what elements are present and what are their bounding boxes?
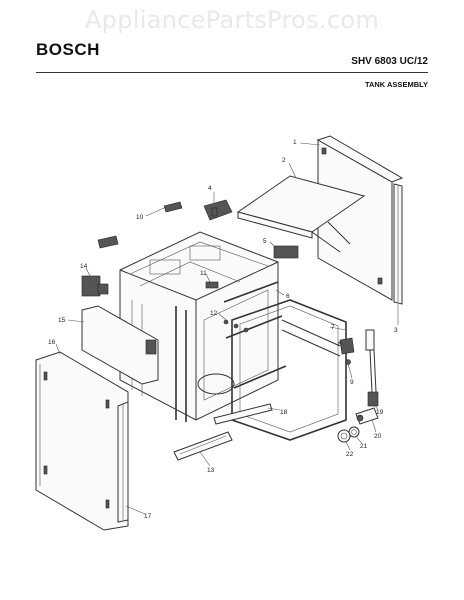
callout-19: 19 (376, 409, 384, 416)
part-17-side-strip (117, 401, 129, 523)
callout-12: 12 (210, 310, 218, 317)
callout-4: 4 (208, 185, 212, 192)
callout-21: 21 (360, 443, 368, 450)
callout-9: 9 (350, 379, 354, 386)
callout-7: 7 (331, 324, 335, 331)
callout-3: 3 (394, 327, 398, 334)
callout-5: 5 (263, 238, 267, 245)
brand-logo: BOSCH (36, 40, 100, 59)
callout-18: 18 (280, 409, 288, 416)
part-5-bracket (273, 245, 299, 259)
part-22-washer (337, 429, 351, 443)
part-2-top-cover (236, 175, 366, 253)
part-6-rails (223, 281, 287, 389)
callout-6: 6 (286, 293, 290, 300)
part-18-bottom-strip (213, 403, 273, 425)
callout-22: 22 (346, 451, 354, 458)
callout-11: 11 (200, 270, 207, 277)
part-14-bracket (81, 275, 109, 297)
callout-10: 10 (136, 214, 144, 221)
part-19-hose (365, 329, 379, 407)
part-16-left-panel (35, 351, 129, 531)
section-title: TANK ASSEMBLY (364, 80, 428, 89)
callout-14: 14 (80, 263, 88, 270)
part-10-clips (97, 201, 183, 249)
part-21-nut (348, 426, 360, 438)
part-11-bracket (205, 281, 219, 289)
part-9-fastener (345, 359, 351, 365)
callout-15: 15 (58, 317, 66, 324)
header-divider (36, 72, 428, 73)
callout-13: 13 (207, 467, 215, 474)
part-1-side-panel (316, 135, 404, 301)
part-4-bracket (203, 199, 233, 221)
callout-17: 17 (144, 513, 152, 520)
part-20-fitting (355, 407, 379, 425)
model-number: SHV 6803 UC/12 (351, 56, 428, 67)
callout-16: 16 (48, 339, 56, 346)
part-12-screws (223, 319, 249, 333)
callout-1: 1 (293, 139, 297, 146)
watermark: AppliancePartsPros.com (84, 6, 380, 34)
callout-8: 8 (338, 341, 342, 348)
part-8-clip (281, 319, 355, 357)
part-15-side-panel (81, 305, 159, 385)
part-3-side-strip (393, 183, 403, 305)
callout-20: 20 (374, 433, 382, 440)
callout-2: 2 (282, 157, 286, 164)
leader-lines (55, 142, 399, 515)
part-13-base-rail (173, 431, 233, 461)
